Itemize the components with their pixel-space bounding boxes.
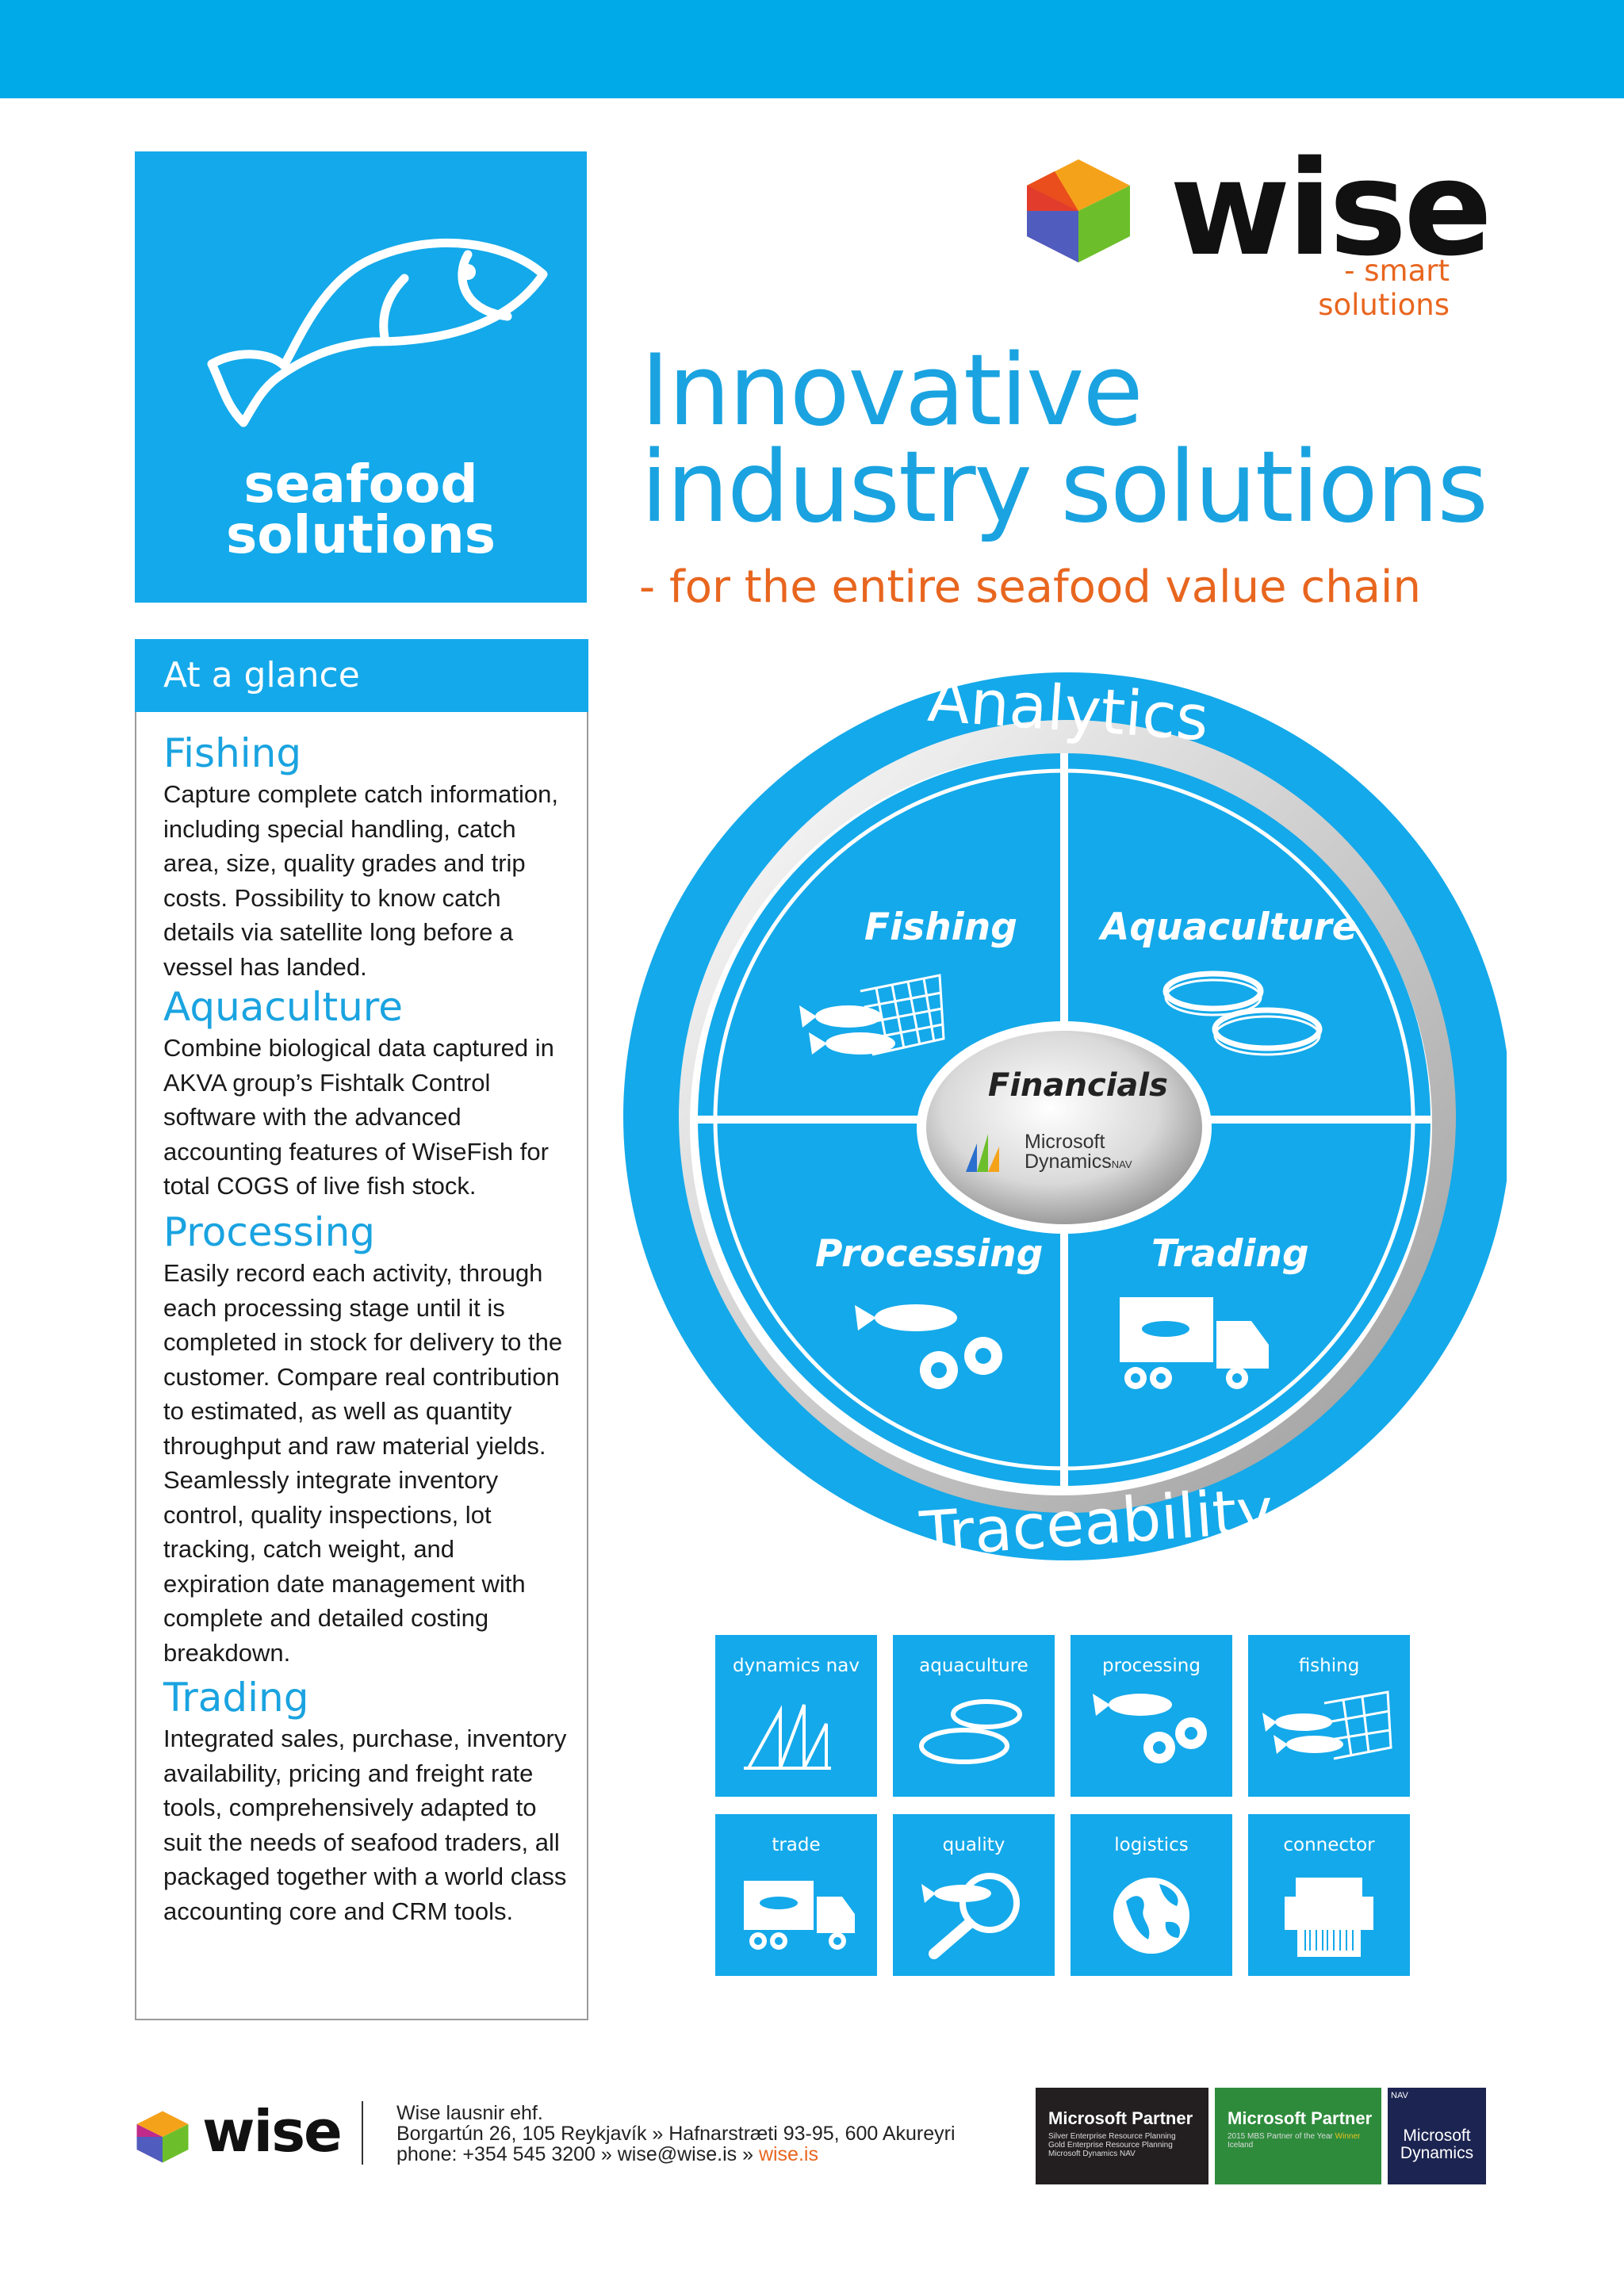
tile-connector[interactable]: connector — [1248, 1814, 1410, 1976]
logo-line-solutions: solutions — [225, 504, 496, 565]
tile-trade[interactable]: trade — [715, 1814, 877, 1976]
fish-outline-icon — [207, 238, 548, 427]
glance-section-processing: Processing Easily record each activity, … — [163, 1208, 568, 1670]
ms-partner-badge-2: Microsoft Partner 2015 MBS Partner of th… — [1215, 2088, 1381, 2184]
printer-barcode-icon — [1285, 1878, 1373, 1957]
tile-processing[interactable]: processing — [1071, 1635, 1232, 1797]
headline-line2: industry solutions — [641, 431, 1488, 545]
quadrant-aquaculture: Aquaculture — [1101, 905, 1358, 949]
ms-dynamics-label: Microsoft DynamicsNAV — [1025, 1131, 1132, 1173]
wise-tagline: - smart solutions — [1318, 254, 1450, 322]
magnifier-fish-icon — [921, 1873, 1020, 1959]
footer-wise-wordmark: wise — [202, 2098, 343, 2165]
company-address: Borgartún 26, 105 Reykjavík » Hafnarstræ… — [396, 2123, 956, 2145]
tile-dynamics-nav[interactable]: dynamics nav — [715, 1635, 877, 1797]
diagram-shapes — [623, 672, 1507, 1560]
top-banner — [0, 0, 1624, 98]
globe-icon — [1113, 1878, 1189, 1954]
truck-icon — [744, 1881, 855, 1950]
section-body: Integrated sales, purchase, inventory av… — [163, 1725, 567, 1925]
tile-aquaculture[interactable]: aquaculture — [893, 1635, 1055, 1797]
fish-gears-icon — [1093, 1694, 1207, 1763]
trading-quadrant-icon — [1120, 1297, 1269, 1389]
section-title: Processing — [163, 1209, 375, 1255]
at-a-glance-panel: At a glance Fishing Capture complete cat… — [135, 639, 588, 2020]
logo-line-seafood: seafood — [243, 454, 478, 515]
website-link[interactable]: wise.is — [758, 2143, 818, 2165]
subheadline: - for the entire seafood value chain — [639, 561, 1421, 613]
fish-net-icon — [1262, 1690, 1392, 1760]
glance-section-fishing: Fishing Capture complete catch informati… — [163, 729, 568, 984]
fish-pen-icon — [919, 1699, 1022, 1764]
quadrant-trading: Trading — [1151, 1232, 1309, 1276]
footer-divider — [362, 2101, 363, 2165]
value-chain-diagram: Analytics Traceability Fishing Aquacultu… — [587, 658, 1507, 1594]
glance-section-aquaculture: Aquaculture Combine biological data capt… — [163, 983, 568, 1204]
wise-cube-icon — [1027, 159, 1130, 262]
section-body: Combine biological data captured in AKVA… — [163, 1034, 554, 1200]
seafood-solutions-logo: seafood solutions — [135, 151, 587, 603]
dynamics-nav-icon — [744, 1704, 831, 1770]
ms-dynamics-nav-badge: NAV Microsoft Dynamics — [1388, 2088, 1486, 2184]
financials-label: Financials — [988, 1067, 1168, 1104]
headline-line1: Innovative — [641, 334, 1143, 448]
section-body: Capture complete catch information, incl… — [163, 780, 558, 981]
tile-fishing[interactable]: fishing — [1248, 1635, 1410, 1797]
section-title: Aquaculture — [163, 984, 403, 1030]
headline: Innovative industry solutions — [641, 334, 1488, 545]
ms-partner-badge-1: Microsoft Partner Silver Enterprise Reso… — [1036, 2088, 1208, 2184]
section-title: Fishing — [163, 730, 302, 776]
glance-section-trading: Trading Integrated sales, purchase, inve… — [163, 1674, 568, 1928]
section-title: Trading — [163, 1675, 309, 1721]
footer-wise-cube-icon — [136, 2111, 189, 2163]
wise-wordmark: wise — [1170, 132, 1492, 285]
fishing-quadrant-icon — [799, 974, 945, 1056]
quadrant-fishing: Fishing — [864, 905, 1017, 949]
tile-logistics[interactable]: logistics — [1071, 1814, 1232, 1976]
footer-contact: Wise lausnir ehf. Borgartún 26, 105 Reyk… — [396, 2103, 956, 2165]
quadrant-processing: Processing — [815, 1232, 1044, 1276]
section-body: Easily record each activity, through eac… — [163, 1259, 563, 1667]
processing-quadrant-icon — [855, 1304, 1002, 1389]
aquaculture-quadrant-icon — [1162, 971, 1323, 1056]
at-a-glance-title: At a glance — [135, 639, 588, 712]
tile-quality[interactable]: quality — [893, 1814, 1055, 1976]
company-name: Wise lausnir ehf. — [396, 2102, 543, 2124]
contact-line: phone: +354 545 3200 » wise@wise.is » — [396, 2143, 759, 2165]
